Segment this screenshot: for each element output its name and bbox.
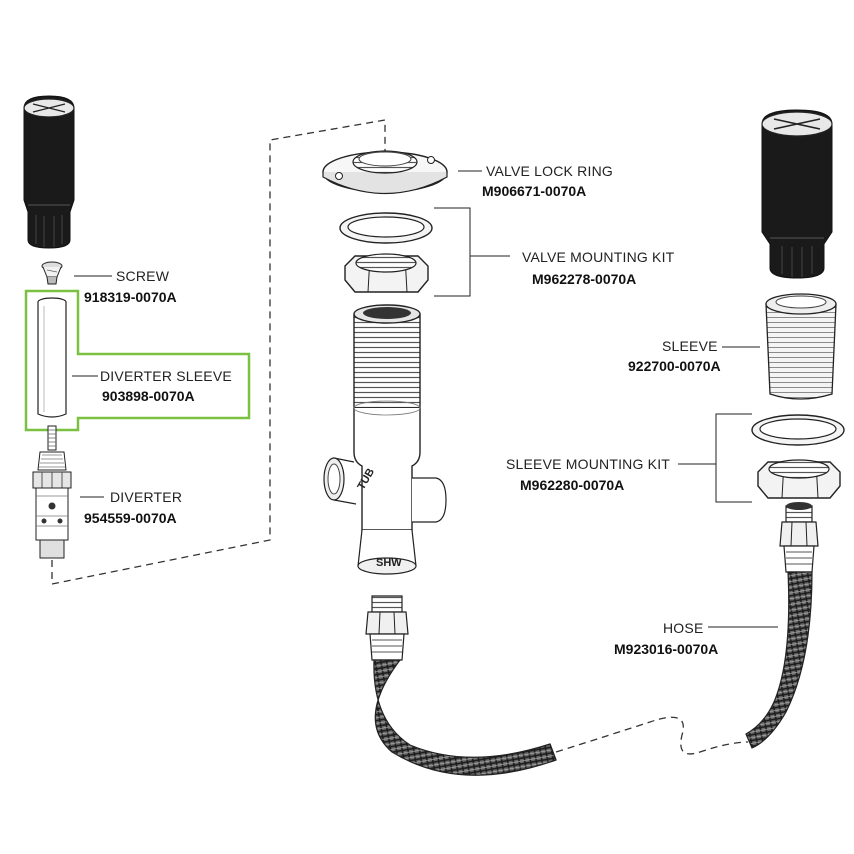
valve-nut-part <box>344 253 429 293</box>
screw-part <box>41 261 63 285</box>
diverter-part <box>32 425 72 559</box>
valve-hose-part <box>365 595 557 776</box>
left-handle <box>23 95 75 249</box>
valve-body-part: TUB SHW <box>323 304 447 575</box>
sleeve-hose-part <box>745 502 819 749</box>
valve-gasket-part <box>339 212 433 244</box>
diverter-sleeve-part <box>37 297 67 418</box>
valve-lock-ring-part <box>322 150 448 195</box>
sleeve-gasket-part <box>751 414 845 446</box>
valve-mounting-kit-bracket <box>434 207 510 297</box>
diverter-sleeve-part-number: 903898-0070A <box>102 388 195 404</box>
valve-mounting-kit-part-number: M962278-0070A <box>532 271 637 287</box>
screw-label: SCREW <box>116 268 170 284</box>
diverter-part-number: 954559-0070A <box>84 510 177 526</box>
hose-dashed-connection <box>555 716 749 755</box>
sleeve-label: SLEEVE <box>662 338 718 354</box>
diverter-sleeve-highlight <box>24 289 251 432</box>
left-assembly-dashed-line <box>51 119 386 585</box>
sleeve-mounting-kit-part-number: M962280-0070A <box>520 477 625 493</box>
screw-part-number: 918319-0070A <box>84 289 177 305</box>
sleeve-nut-part <box>757 459 841 499</box>
sleeve-mounting-kit-bracket <box>678 413 752 503</box>
valve-lock-ring-part-number: M906671-0070A <box>482 183 587 199</box>
valve-lock-ring-label: VALVE LOCK RING <box>486 163 613 179</box>
hose-label: HOSE <box>663 620 704 636</box>
valve-mounting-kit-label: VALVE MOUNTING KIT <box>522 249 675 265</box>
sleeve-part <box>765 293 837 400</box>
hose-part-number: M923016-0070A <box>614 641 719 657</box>
diverter-sleeve-label: DIVERTER SLEEVE <box>100 368 232 384</box>
diverter-label: DIVERTER <box>110 489 183 505</box>
right-handle <box>761 109 833 279</box>
sleeve-part-number: 922700-0070A <box>628 358 721 374</box>
sleeve-mounting-kit-label: SLEEVE MOUNTING KIT <box>506 456 671 472</box>
valve-shw-stamp: SHW <box>376 557 402 569</box>
